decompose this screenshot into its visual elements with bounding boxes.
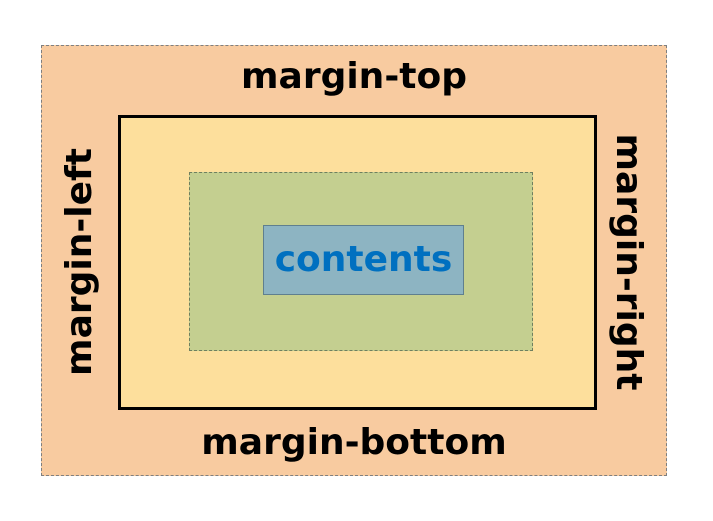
margin-bottom-label: margin-bottom (201, 422, 507, 463)
margin-left-label: margin-left (59, 148, 100, 376)
content-area: contents (263, 225, 464, 295)
content-label: contents (274, 239, 453, 280)
margin-top-label: margin-top (241, 56, 467, 97)
margin-right-label: margin-right (608, 133, 649, 391)
